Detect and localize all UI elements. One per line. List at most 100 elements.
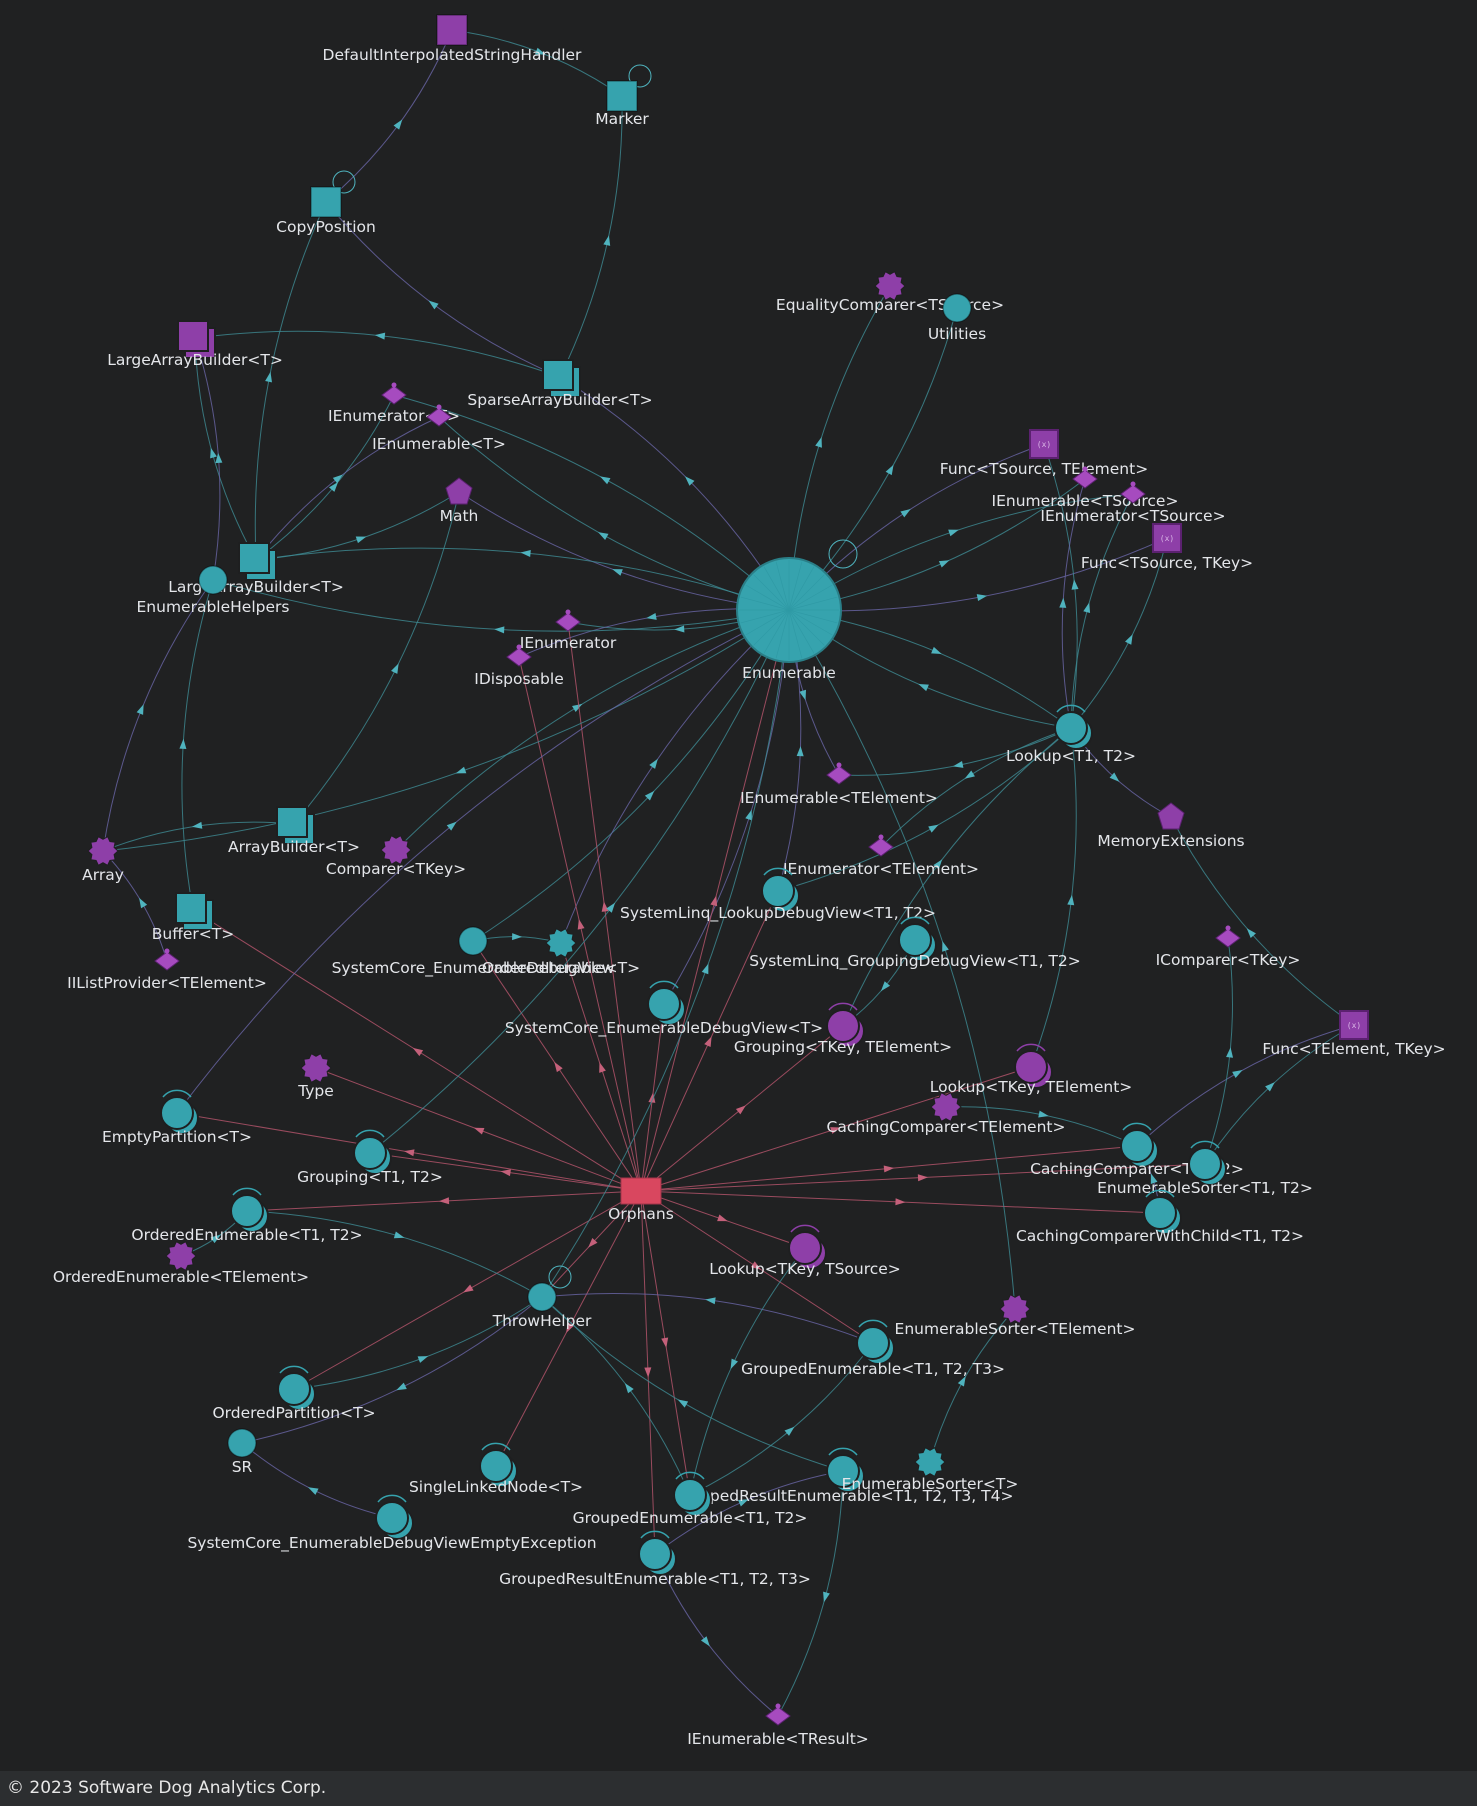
node-caching-comparer-telement[interactable]: CachingComparer<TElement> bbox=[827, 1092, 1066, 1136]
node-type[interactable]: Type bbox=[297, 1053, 334, 1100]
node-enumerable-sorter-telement[interactable]: EnumerableSorter<TElement> bbox=[895, 1294, 1136, 1338]
edge-arrow-icon bbox=[329, 481, 339, 492]
node-system-core-enumerable-debug-view-t[interactable]: SystemCore_EnumerableDebugView<T> bbox=[505, 980, 823, 1038]
node-large-array-builder-top[interactable]: LargeArrayBuilder<T> bbox=[107, 320, 283, 369]
edge-arrow-icon bbox=[649, 758, 658, 769]
class-icon bbox=[745, 609, 790, 636]
edge-arrow-icon bbox=[717, 1214, 728, 1222]
node-single-linked-node[interactable]: SingleLinkedNode<T> bbox=[409, 1442, 583, 1496]
node-system-core-enumerable-debug-view-empty-exception[interactable]: SystemCore_EnumerableDebugViewEmptyExcep… bbox=[187, 1494, 597, 1553]
generic-class-icon bbox=[300, 1053, 332, 1083]
node-enumerable[interactable]: Enumerable bbox=[736, 557, 842, 682]
node-func-tsource-telement[interactable]: (x)Func<TSource, TElement> bbox=[940, 429, 1148, 478]
class-icon bbox=[227, 1428, 257, 1458]
node-label: LargeArrayBuilder<T> bbox=[107, 351, 283, 369]
node-ienumerator-tsource[interactable]: IEnumerator<TSource> bbox=[1040, 481, 1226, 526]
node-label: OrderedPartition<T> bbox=[212, 1404, 375, 1422]
class-icon bbox=[198, 565, 228, 595]
node-ienumerable-t[interactable]: IEnumerable<T> bbox=[372, 404, 506, 454]
node-comparer-tkey[interactable]: Comparer<TKey> bbox=[326, 835, 466, 878]
dependency-edge bbox=[241, 1442, 393, 1519]
node-label: EnumerableSorter<T1, T2> bbox=[1097, 1179, 1313, 1197]
edge-arrow-icon bbox=[964, 770, 975, 779]
edge-arrow-icon bbox=[784, 1426, 795, 1436]
node-label: Func<TElement, TKey> bbox=[1262, 1040, 1445, 1058]
dependency-edge bbox=[880, 727, 1072, 848]
node-grouped-result-enumerable3[interactable]: GroupedResultEnumerable<T1, T2, T3> bbox=[499, 1530, 811, 1588]
node-ordered-partition[interactable]: OrderedPartition<T> bbox=[212, 1365, 376, 1422]
edge-arrow-icon bbox=[603, 235, 611, 246]
interface-dot-icon bbox=[436, 404, 442, 410]
interface-dot-icon bbox=[1082, 466, 1088, 472]
node-ienumerator[interactable]: IEnumerator bbox=[520, 609, 617, 653]
class-arc-icon bbox=[900, 916, 930, 925]
class-icon bbox=[942, 293, 972, 323]
node-label: Grouping<TKey, TElement> bbox=[734, 1038, 952, 1056]
node-utilities[interactable]: Utilities bbox=[928, 293, 986, 343]
edge-arrow-icon bbox=[976, 594, 988, 602]
node-empty-partition[interactable]: EmptyPartition<T> bbox=[102, 1089, 252, 1146]
node-copy-position[interactable]: CopyPosition bbox=[276, 186, 376, 236]
node-ordered-enumerable-telement[interactable]: OrderedEnumerable<TElement> bbox=[53, 1241, 309, 1286]
node-enumerable-sorter-t[interactable]: EnumerableSorter<T> bbox=[842, 1447, 1019, 1493]
node-ienumerator-telement[interactable]: IEnumerator<TElement> bbox=[783, 834, 979, 879]
node-grouped-result-enumerable4[interactable]: GroupedResultEnumerable<T1, T2, T3, T4> bbox=[673, 1447, 1014, 1505]
node-orphans[interactable]: Orphans bbox=[608, 1177, 674, 1223]
node-default-interpolated-string-handler[interactable]: DefaultInterpolatedStringHandler bbox=[323, 14, 583, 64]
node-sr[interactable]: SR bbox=[227, 1428, 257, 1476]
edge-arrow-icon bbox=[745, 809, 752, 821]
node-grouping-tkey-telement[interactable]: Grouping<TKey, TElement> bbox=[734, 1002, 952, 1056]
class-icon bbox=[745, 584, 790, 611]
node-array[interactable]: Array bbox=[82, 836, 124, 884]
node-idisposable[interactable]: IDisposable bbox=[474, 644, 564, 689]
node-throw-helper[interactable]: ThrowHelper bbox=[492, 1282, 592, 1330]
node-memory-extensions[interactable]: MemoryExtensions bbox=[1097, 802, 1245, 850]
delegate-glyph-icon: (x) bbox=[1347, 1021, 1361, 1030]
edge-arrow-icon bbox=[446, 821, 457, 831]
node-array-builder[interactable]: ArrayBuilder<T> bbox=[228, 806, 360, 856]
node-label: CachingComparerWithChild<T1, T2> bbox=[1016, 1227, 1304, 1245]
node-iilist-provider[interactable]: IIListProvider<TElement> bbox=[67, 948, 267, 993]
node-marker[interactable]: Marker bbox=[595, 80, 649, 128]
node-ordered-enumerable-t1-t2[interactable]: OrderedEnumerable<T1, T2> bbox=[131, 1187, 363, 1244]
edge-arrow-icon bbox=[624, 1383, 634, 1394]
node-grouped-enumerable-t1-t2-t3[interactable]: GroupedEnumerable<T1, T2, T3> bbox=[741, 1319, 1005, 1378]
node-system-linq-grouping-debug-view[interactable]: SystemLinq_GroupingDebugView<T1, T2> bbox=[749, 916, 1081, 971]
class-icon bbox=[1188, 1147, 1222, 1181]
class-icon bbox=[458, 926, 488, 956]
node-math[interactable]: Math bbox=[440, 477, 479, 525]
node-lookup-tkey-tsource[interactable]: Lookup<TKey, TSource> bbox=[709, 1224, 901, 1278]
node-label: SparseArrayBuilder<T> bbox=[467, 391, 652, 409]
node-label: IDisposable bbox=[474, 670, 563, 688]
node-ordered-iterable[interactable]: OrderedIterable<T> bbox=[482, 928, 640, 977]
node-func-telement-tkey[interactable]: (x) Func<TElement, TKey> bbox=[1262, 1010, 1446, 1058]
edge-arrow-icon bbox=[393, 119, 403, 130]
class-icon bbox=[673, 1478, 707, 1512]
edge-arrow-icon bbox=[428, 300, 439, 310]
node-enumerable-helpers[interactable]: EnumerableHelpers bbox=[137, 565, 290, 616]
class-icon bbox=[788, 609, 825, 646]
node-icomparer-tkey[interactable]: IComparer<TKey> bbox=[1156, 925, 1301, 970]
node-grouped-enumerable-t1-t2[interactable]: GroupedEnumerable<T1, T2> bbox=[573, 1471, 808, 1527]
class-arc-icon bbox=[1016, 1043, 1046, 1052]
node-lookup[interactable]: Lookup<T1, T2> bbox=[1006, 704, 1136, 765]
edge-arrow-icon bbox=[815, 437, 822, 448]
node-ienumerator-t[interactable]: IEnumerator<T> bbox=[328, 382, 460, 426]
class-icon bbox=[1120, 1129, 1154, 1163]
node-caching-comparer-with-child[interactable]: CachingComparerWithChild<T1, T2> bbox=[1016, 1189, 1304, 1245]
node-grouping-t1-t2[interactable]: Grouping<T1, T2> bbox=[297, 1129, 443, 1186]
node-func-tsource-tkey[interactable]: (x)Func<TSource, TKey> bbox=[1081, 523, 1253, 572]
node-sparse-array-builder[interactable]: SparseArrayBuilder<T> bbox=[467, 359, 653, 409]
node-ienumerable-tresult[interactable]: IEnumerable<TResult> bbox=[687, 1703, 869, 1749]
edge-arrow-icon bbox=[601, 901, 609, 912]
node-buffer-t[interactable]: Buffer<T> bbox=[152, 892, 235, 943]
node-system-linq-lookup-debug-view[interactable]: SystemLinq_LookupDebugView<T1, T2> bbox=[620, 867, 936, 923]
dependency-edge bbox=[1070, 493, 1134, 729]
node-ienumerable-telement[interactable]: IEnumerable<TElement> bbox=[740, 762, 938, 808]
node-label: SR bbox=[232, 1458, 253, 1476]
dependency-edge bbox=[194, 337, 221, 581]
node-lookup-tkey-telement[interactable]: Lookup<TKey, TElement> bbox=[930, 1043, 1133, 1096]
node-label: IEnumerable<TElement> bbox=[740, 789, 938, 807]
node-system-core-enumerable-debug-view[interactable]: SystemCore_EnumerableDebugView bbox=[332, 926, 615, 978]
